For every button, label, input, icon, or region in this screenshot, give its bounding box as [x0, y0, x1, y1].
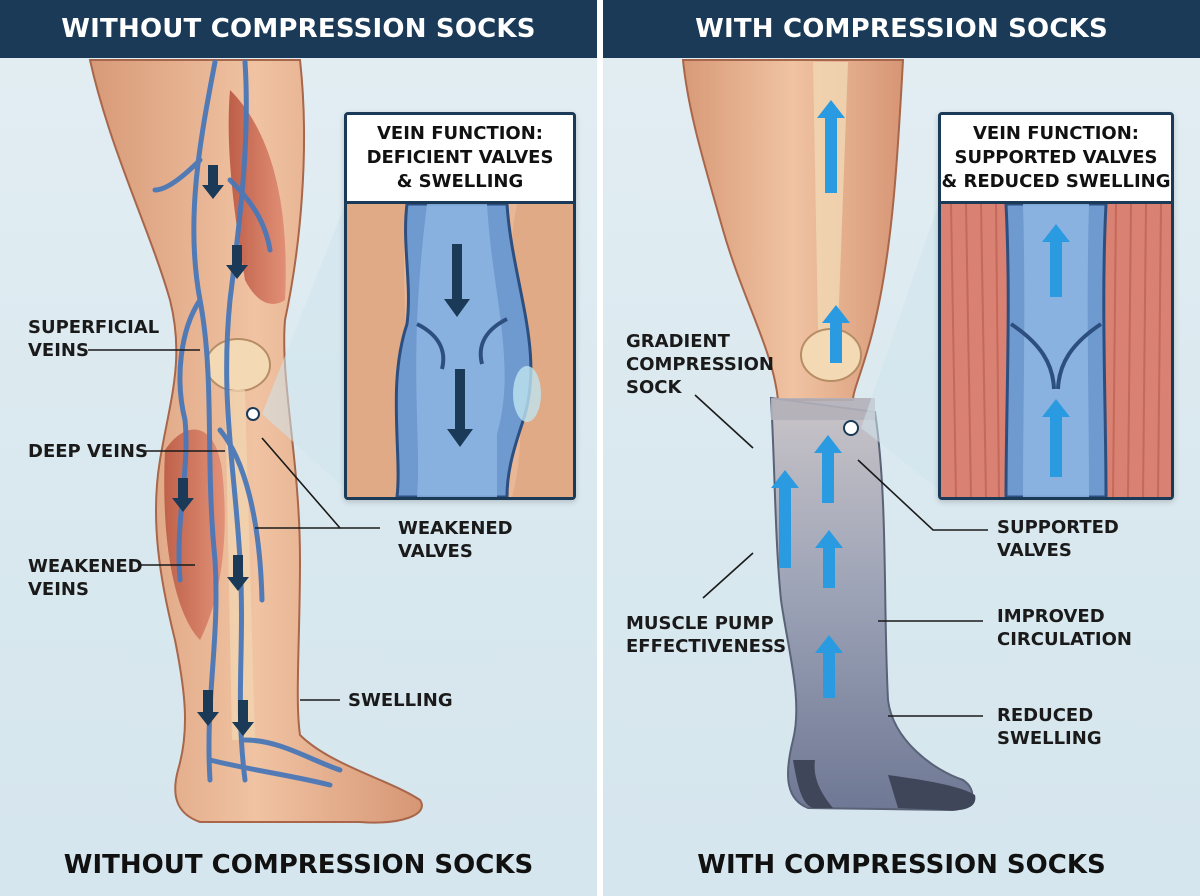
inset-arrow-down-2	[447, 369, 473, 447]
inset-arrow-up-2	[1042, 399, 1070, 477]
weak-valve-right	[478, 317, 508, 365]
valve-left	[1009, 322, 1056, 390]
label-swelling: SWELLING	[348, 690, 453, 711]
valve-right	[1056, 322, 1103, 390]
inset-vein-illustration-supported	[941, 204, 1171, 497]
inset-arrow-down-1	[444, 244, 470, 317]
label-deep-veins: DEEP VEINS	[28, 441, 148, 462]
label-superficial-veins: SUPERFICIAL VEINS	[28, 317, 160, 361]
inset-title-deficient: VEIN FUNCTION: DEFICIENT VALVES & SWELLI…	[347, 115, 573, 204]
inset-arrow-up-1	[1042, 224, 1070, 297]
label-weakened-valves: WEAKENED VALVES	[398, 518, 513, 562]
label-muscle-pump-effectiveness: MUSCLE PUMP EFFECTIVENESS	[626, 613, 787, 657]
panel-header-right: WITH COMPRESSION SOCKS	[603, 0, 1200, 58]
inset-vein-function-deficient: VEIN FUNCTION: DEFICIENT VALVES & SWELLI…	[344, 112, 576, 500]
improved-flow-arrows	[771, 100, 850, 698]
label-supported-valves: SUPPORTED VALVES	[997, 517, 1119, 561]
backflow-arrows	[172, 165, 254, 736]
sock-heel	[793, 760, 833, 808]
panel-without-compression: WITHOUT COMPRESSION SOCKS	[0, 0, 597, 896]
leader-supported-valves	[857, 459, 988, 531]
leader-muscle-pump	[702, 552, 754, 599]
panel-divider	[597, 0, 603, 896]
femur-bone	[813, 62, 848, 330]
inset-vein-illustration-deficient	[347, 204, 573, 497]
panel-footer-left: WITHOUT COMPRESSION SOCKS	[63, 850, 534, 880]
valve-marker	[246, 407, 260, 421]
inset-callout-wedge	[262, 200, 347, 490]
inset-vein-function-supported: VEIN FUNCTION: SUPPORTED VALVES & REDUCE…	[938, 112, 1174, 500]
panel-header-left: WITHOUT COMPRESSION SOCKS	[0, 0, 597, 58]
inset-callout-wedge	[861, 200, 940, 490]
weak-valve-left	[416, 322, 446, 370]
leg-illustration-with-socks	[681, 59, 988, 812]
label-weakened-veins: WEAKENED VEINS	[28, 556, 143, 600]
label-reduced-swelling: REDUCED SWELLING	[997, 705, 1102, 749]
panel-footer-right: WITH COMPRESSION SOCKS	[697, 850, 1106, 880]
sock-cuff	[771, 398, 875, 420]
leader-gradient-sock	[694, 394, 754, 449]
kneecap	[205, 338, 271, 392]
valve-marker	[843, 420, 859, 436]
label-gradient-compression-sock: GRADIENT COMPRESSION SOCK	[626, 331, 774, 398]
superficial-veins	[152, 59, 343, 788]
leg-illustration-without-socks	[88, 59, 423, 824]
label-improved-circulation: IMPROVED CIRCULATION	[997, 606, 1132, 650]
panel-with-compression: WITH COMPRESSION SOCKS	[603, 0, 1200, 896]
inset-title-supported: VEIN FUNCTION: SUPPORTED VALVES & REDUCE…	[941, 115, 1171, 204]
sock-toe	[888, 775, 976, 811]
